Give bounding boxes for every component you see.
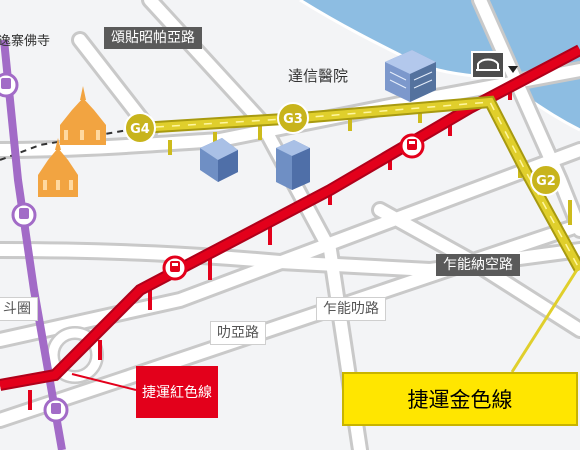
river-bank [299, 0, 580, 132]
station-code-g2: G2 [536, 174, 556, 189]
road-label-zuonengna: 乍能納空路 [436, 254, 520, 276]
road-label-zuonengda: 乍能叻路 [316, 297, 386, 321]
train-icon [0, 72, 19, 98]
station-badge-g4: G4 [124, 112, 156, 144]
red-line-legend: 捷運紅色線 [136, 366, 218, 418]
red-legend-connector [71, 373, 137, 391]
hospital-label: 達信醫院 [288, 67, 349, 85]
gold-line-legend: 捷運金色線 [342, 372, 578, 426]
train-icon [162, 255, 188, 281]
building-icon [276, 140, 310, 190]
station-badge-g3: G3 [277, 102, 309, 134]
train-icon [43, 397, 69, 423]
temple-icon [38, 138, 78, 197]
road-label-songtie: 頌貼昭帕亞路 [104, 27, 202, 49]
gold-line [139, 95, 580, 373]
pier-icon [471, 51, 518, 79]
temple-label: 逸寨佛寺 [0, 34, 51, 49]
station-code-g4: G4 [130, 122, 150, 137]
train-icon [399, 133, 425, 159]
train-icon [11, 202, 37, 228]
station-code-g3: G3 [283, 112, 303, 127]
river [300, 0, 580, 130]
road-label-dayalu: 叻亞路 [210, 321, 266, 345]
road-label-doujuan: 斗圈 [0, 297, 38, 321]
purple-line [0, 39, 66, 450]
station-badge-g2: G2 [530, 164, 562, 196]
temple-icon [60, 86, 106, 145]
building-icon [200, 138, 238, 182]
building-icon [385, 50, 436, 102]
